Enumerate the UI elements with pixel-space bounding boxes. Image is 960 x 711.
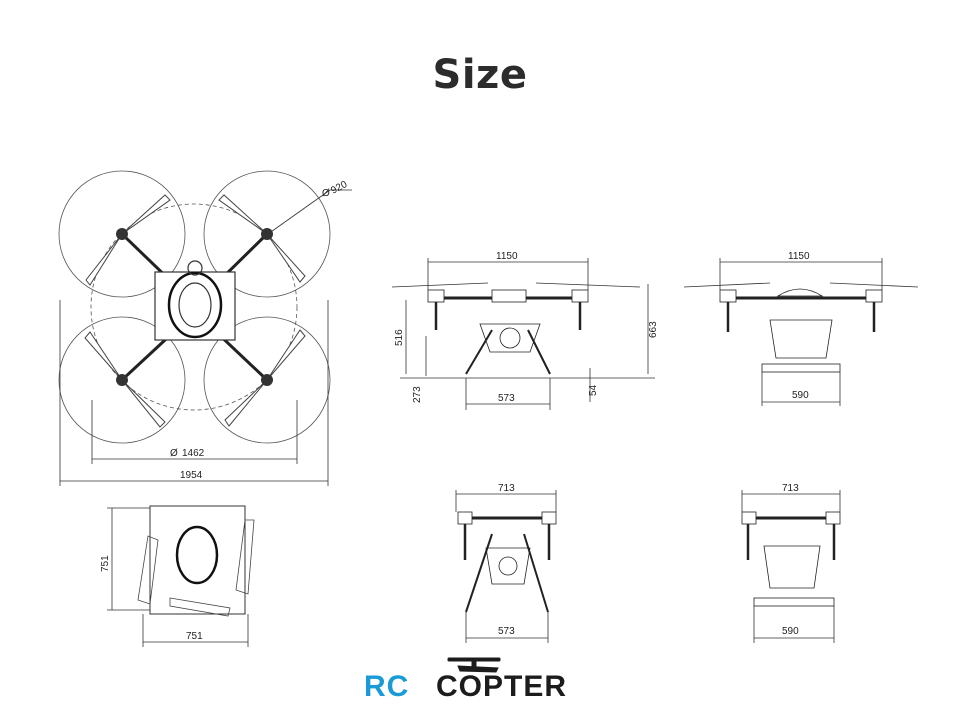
dim-side-273: 273 [412, 386, 423, 403]
side-view [391, 258, 655, 410]
dim-top-rotor-circle: 1462 [182, 448, 205, 459]
dim-side-span: 1150 [496, 251, 518, 262]
helicopter-icon [447, 657, 501, 673]
dim-folded-height: 751 [100, 555, 111, 572]
dim-small-front-590: 590 [782, 626, 799, 637]
dim-top-rotor-circle-symbol: Ø [170, 448, 178, 459]
dim-side-516: 516 [394, 329, 405, 346]
dim-top-span: 1954 [180, 470, 203, 481]
dim-top-prop-diameter-symbol: Ø [322, 188, 330, 199]
rc-copter-logo: RC COPTER [360, 654, 600, 704]
folded-front-view [741, 490, 841, 643]
front-view [683, 258, 919, 406]
dim-top-prop-diameter: 920 [329, 179, 349, 197]
dim-front-span: 1150 [788, 251, 810, 262]
dim-side-54: 54 [588, 384, 599, 396]
dim-front-590: 590 [792, 390, 809, 401]
dim-side-573: 573 [498, 393, 515, 404]
top-view [58, 170, 352, 486]
dim-small-side-573: 573 [498, 626, 515, 637]
dim-side-663: 663 [648, 321, 659, 338]
folded-side-view [455, 490, 557, 643]
folded-view [107, 505, 255, 647]
dim-small-side-713: 713 [498, 483, 515, 494]
dim-small-front-713: 713 [782, 483, 799, 494]
page-title: Size [432, 52, 528, 98]
dim-folded-width: 751 [186, 631, 203, 642]
logo-rc: RC [364, 670, 410, 703]
logo-copter: COPTER [436, 670, 568, 703]
